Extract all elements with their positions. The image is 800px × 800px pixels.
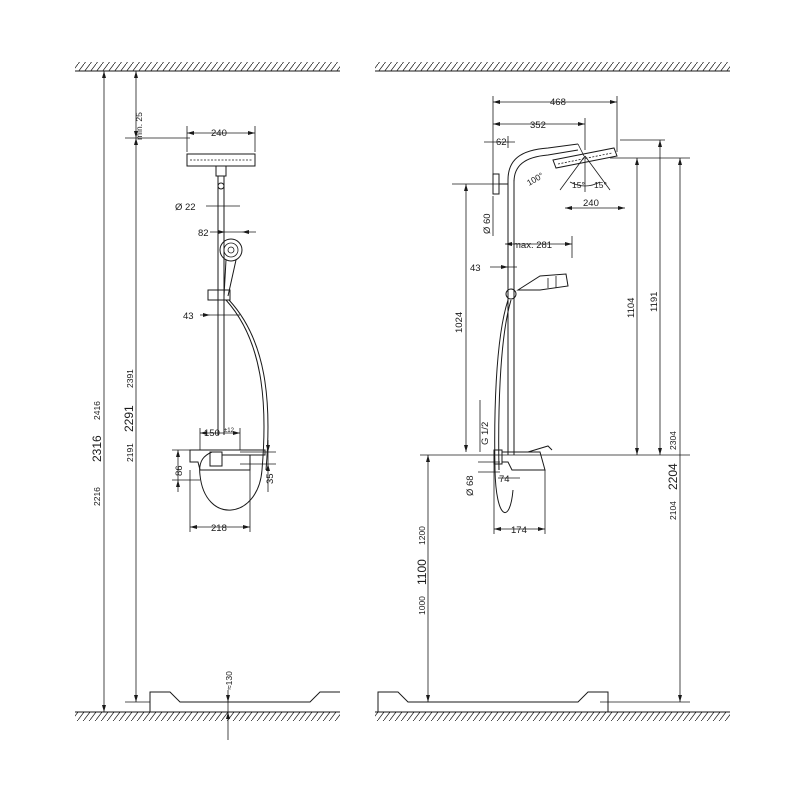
dim-62: 62 xyxy=(496,137,507,148)
mixer-left xyxy=(189,449,266,471)
floor-left xyxy=(75,711,340,721)
dim-352: 352 xyxy=(530,120,546,131)
dim-74: 74 xyxy=(499,474,510,485)
dim-1191: 1191 xyxy=(649,292,660,312)
dim-angle-100: 100° xyxy=(525,170,545,187)
dim-angle-15a: 15° xyxy=(572,180,585,190)
dim-174: 174 xyxy=(511,525,527,536)
dim-468: 468 xyxy=(550,97,566,108)
ceiling-right xyxy=(375,62,730,72)
dim-218: 218 xyxy=(211,523,227,534)
ceiling-left xyxy=(75,62,340,72)
hose-left xyxy=(199,299,265,511)
dim-d68: Ø 68 xyxy=(465,475,476,496)
floor-right xyxy=(375,711,730,721)
dim-2304: 2304 xyxy=(668,431,678,450)
dim-2216: 2216 xyxy=(92,487,102,506)
dim-approx130: ≈130 xyxy=(224,671,234,690)
hand-shower-right xyxy=(505,273,569,300)
angle-lines-right xyxy=(559,155,611,192)
dim-2191: 2191 xyxy=(125,443,135,462)
dim-d60: Ø 60 xyxy=(482,213,493,234)
dim-240-right: 240 xyxy=(583,198,599,209)
dim-2416: 2416 xyxy=(92,401,102,420)
riser-pipe-right xyxy=(507,143,579,455)
dim-2316: 2316 xyxy=(90,435,104,462)
dim-1024: 1024 xyxy=(454,312,465,333)
dim-2204: 2204 xyxy=(666,463,680,490)
overhead-shower-right xyxy=(552,143,618,169)
dim-1104: 1104 xyxy=(626,298,637,318)
dim-35: 35 xyxy=(265,473,276,484)
riser-pipe-left xyxy=(217,176,225,435)
dim-2104: 2104 xyxy=(668,501,678,520)
slide-holder-left xyxy=(207,289,231,301)
dim-2291: 2291 xyxy=(122,405,136,432)
dim-150: 150 xyxy=(204,428,220,439)
overhead-shower-left xyxy=(186,153,256,177)
dim-43-left: 43 xyxy=(183,311,194,322)
dim-min25: min. 25 xyxy=(134,112,144,140)
dim-1200: 1200 xyxy=(417,526,427,545)
dim-2391: 2391 xyxy=(125,369,135,388)
dim-1100: 1100 xyxy=(415,559,429,585)
right-view: 468 352 62 100° 15° 15° 240 Ø 60 max. 28… xyxy=(375,62,730,721)
dim-1000: 1000 xyxy=(417,596,427,615)
shower-tray-right xyxy=(377,691,609,712)
dim-max281: max. 281 xyxy=(513,240,552,251)
dim-86: 86 xyxy=(174,465,185,476)
dim-150-tolerance: ±12 xyxy=(224,428,235,434)
dim-d22: Ø 22 xyxy=(175,202,196,213)
dim-240-left: 240 xyxy=(211,128,227,139)
dim-82: 82 xyxy=(198,228,209,239)
dim-g12: G 1/2 xyxy=(480,422,491,445)
shower-tray-left xyxy=(149,691,340,712)
hand-shower-left xyxy=(219,238,243,297)
dim-43-right: 43 xyxy=(470,263,481,274)
left-view: min. 25 240 Ø 22 82 43 150 ±12 xyxy=(75,62,340,740)
mixer-right xyxy=(493,445,553,471)
dim-angle-15b: 15° xyxy=(594,180,607,190)
